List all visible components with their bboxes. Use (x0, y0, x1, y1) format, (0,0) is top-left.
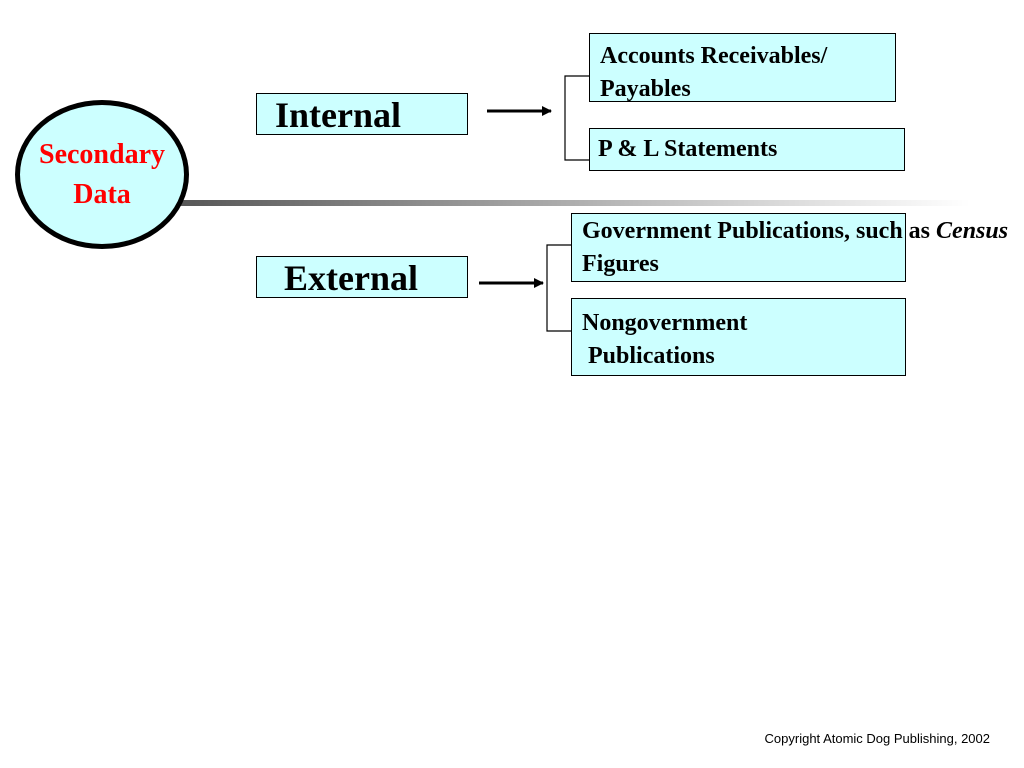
nongovernment-publications-label: Nongovernment Publications (582, 310, 748, 369)
external-label: External (284, 258, 418, 298)
pl-statements-box: P & L Statements (589, 128, 905, 171)
internal-box: Internal (256, 93, 468, 135)
external-bracket (546, 244, 571, 332)
internal-label: Internal (275, 95, 401, 135)
figures-text: Figures (582, 251, 659, 277)
government-publications-box: Government Publications, such as Census … (571, 213, 1008, 282)
secondary-data-label: Secondary Data (39, 138, 165, 210)
accounts-receivables-label: Accounts Receivables/ Payables (600, 43, 828, 102)
accounts-receivables-box: Accounts Receivables/ Payables (589, 33, 896, 102)
pl-statements-label: P & L Statements (598, 136, 778, 162)
external-box: External (256, 256, 468, 298)
internal-bracket (564, 75, 589, 161)
divider-rule (170, 200, 970, 206)
government-publications-label: Government Publications, such as Census … (572, 214, 1008, 281)
nongovernment-publications-box: Nongovernment Publications (571, 298, 906, 376)
secondary-data-ellipse: Secondary Data (15, 100, 189, 249)
government-publications-text: Government Publications, such as (582, 218, 937, 244)
copyright-notice: Copyright Atomic Dog Publishing, 2002 (764, 731, 990, 746)
census-italic-text: Census (936, 218, 1009, 244)
